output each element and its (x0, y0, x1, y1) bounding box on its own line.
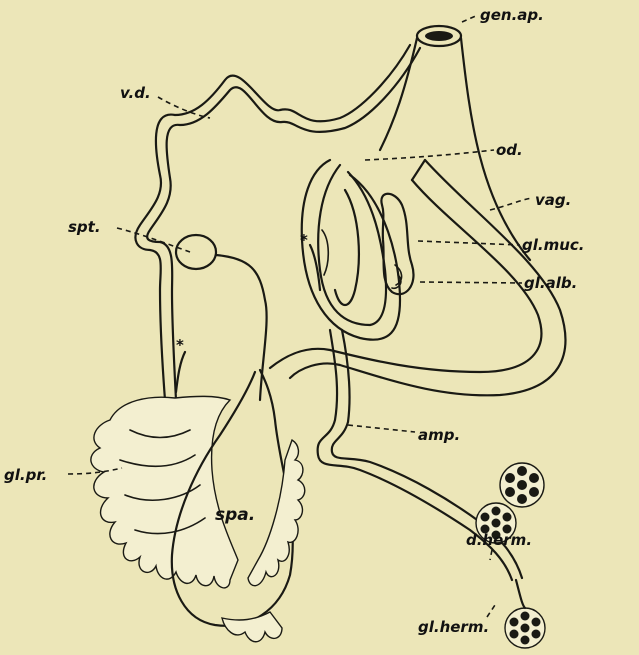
label-gl-muc: gl.muc. (522, 236, 584, 254)
asterisk-marker-2: * (300, 231, 308, 249)
oviduct-loops (302, 160, 400, 340)
label-d-herm: d.herm. (466, 531, 532, 549)
label-vag: vag. (535, 191, 571, 209)
prostate-gland (91, 396, 238, 588)
label-gl-alb: gl.alb. (524, 274, 577, 292)
asterisk-marker-1: * (176, 336, 184, 354)
label-gl-pr: gl.pr. (4, 466, 47, 484)
label-v-d: v.d. (120, 84, 151, 102)
label-od: od. (496, 141, 523, 159)
vagina (270, 160, 565, 395)
label-spt: spt. (68, 218, 101, 236)
label-amp: amp. (418, 426, 460, 444)
label-spa: spa. (215, 505, 255, 525)
label-gen-ap: gen.ap. (480, 6, 544, 24)
label-gl-herm: gl.herm. (418, 618, 489, 636)
